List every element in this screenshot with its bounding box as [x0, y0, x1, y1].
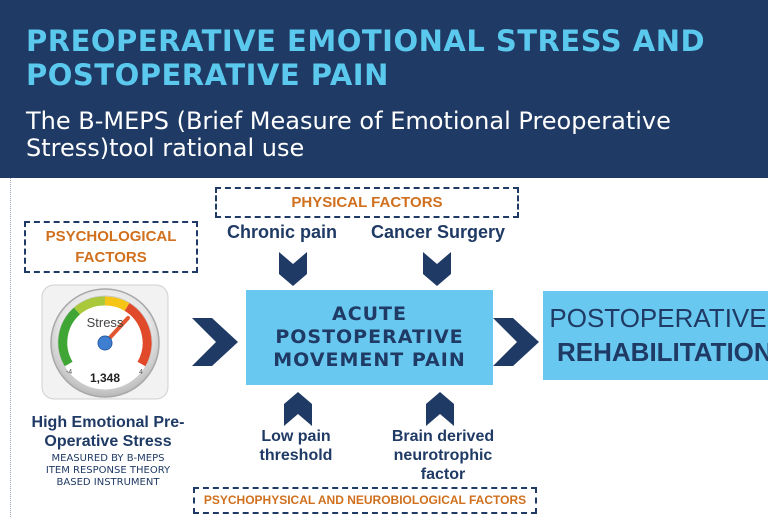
- physical-factors-label: PHYSICAL FACTORS: [291, 194, 443, 211]
- chevron-up-icon: [284, 392, 312, 426]
- bdnf-factor: Brain derived neurotrophic factor: [368, 427, 518, 484]
- bdnf-line3: factor: [420, 466, 466, 483]
- psychophysical-factors-label: PSYCHOPHYSICAL AND NEUROBIOLOGICAL FACTO…: [203, 493, 527, 507]
- stress-caption-line2: Operative Stress: [44, 433, 172, 450]
- page-subtitle: The B-MEPS (Brief Measure of Emotional P…: [26, 107, 671, 162]
- bdnf-line2: neurotrophic: [393, 447, 493, 464]
- measurement-note-line2: ITEM RESPONSE THEORY: [45, 465, 171, 476]
- chevron-right-icon: [192, 318, 238, 366]
- chevron-right-icon: [493, 318, 539, 366]
- measurement-note-line3: BASED INSTRUMENT: [56, 477, 160, 488]
- acute-pain-line2: POSTOPERATIVE: [275, 326, 464, 348]
- rehabilitation-box: POSTOPERATIVE REHABILITATION: [543, 291, 768, 380]
- chevron-down-icon: [423, 252, 451, 286]
- bdnf-line1: Brain derived: [391, 428, 495, 445]
- low-pain-threshold-line2: threshold: [259, 447, 333, 464]
- psychological-factors-box: PSYCHOLOGICAL FACTORS: [24, 221, 198, 273]
- gauge-icon: Stress 1,348 -4 4: [41, 284, 169, 400]
- low-pain-threshold: Low pain threshold: [236, 427, 356, 465]
- stress-caption-line1: High Emotional Pre-: [31, 414, 185, 431]
- stress-caption: High Emotional Pre- Operative Stress: [18, 413, 198, 451]
- measurement-note-line1: MEASURED BY B-MEPS: [51, 453, 165, 464]
- acute-pain-line3: MOVEMENT PAIN: [273, 349, 466, 371]
- header-banner: PREOPERATIVE EMOTIONAL STRESS AND POSTOP…: [0, 0, 768, 178]
- rehabilitation-line1: POSTOPERATIVE: [549, 303, 767, 333]
- acute-pain-box: ACUTE POSTOPERATIVE MOVEMENT PAIN: [246, 290, 493, 385]
- stress-gauge: Stress 1,348 -4 4: [40, 283, 170, 401]
- rehabilitation-line2: REHABILITATION: [557, 337, 768, 367]
- physical-item-chronic-pain: Chronic pain: [226, 222, 337, 242]
- page-title: PREOPERATIVE EMOTIONAL STRESS AND POSTOP…: [26, 24, 706, 92]
- gauge-value: 1,348: [90, 371, 120, 385]
- measurement-note: MEASURED BY B-MEPS ITEM RESPONSE THEORY …: [28, 453, 188, 489]
- physical-item-cancer-surgery: Cancer Surgery: [370, 222, 506, 242]
- psychological-factors-label: PSYCHOLOGICAL FACTORS: [45, 228, 177, 266]
- chevron-up-icon: [426, 392, 454, 426]
- gauge-tick-min: -4: [66, 369, 72, 376]
- low-pain-threshold-line1: Low pain: [261, 428, 331, 445]
- diagram-frame: [10, 178, 768, 517]
- gauge-tick-max: 4: [139, 369, 143, 376]
- gauge-label: Stress: [87, 315, 124, 330]
- psychophysical-factors-box: PSYCHOPHYSICAL AND NEUROBIOLOGICAL FACTO…: [193, 487, 537, 514]
- physical-factors-box: PHYSICAL FACTORS: [215, 187, 519, 218]
- chevron-down-icon: [279, 252, 307, 286]
- acute-pain-line1: ACUTE: [331, 303, 408, 325]
